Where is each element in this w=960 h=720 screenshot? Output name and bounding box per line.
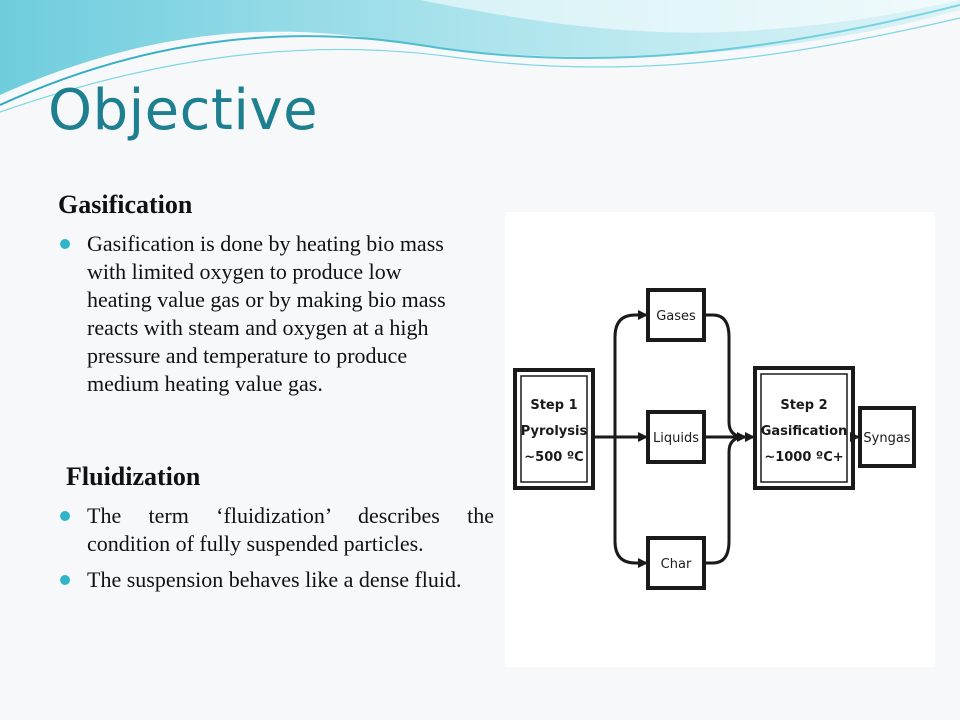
header-wave-decoration — [0, 0, 960, 113]
gasification-heading: Gasification — [58, 190, 193, 219]
bullet-dot-icon — [60, 511, 70, 521]
product-box-gases: Gases — [646, 288, 706, 342]
product-box-char: Char — [646, 536, 706, 590]
bullet-text: The term ‘fluidization’ describes the co… — [87, 503, 494, 556]
product-label: Liquids — [653, 431, 699, 446]
step1-label: Step 1 — [530, 398, 577, 413]
product-box-liquids: Liquids — [646, 410, 706, 464]
step2-label: Step 2 — [780, 398, 827, 413]
product-label: Char — [661, 557, 692, 572]
step1-temp: ~500 ºC — [524, 450, 583, 465]
bullet-dot-icon — [60, 575, 70, 585]
arrow-icon — [613, 437, 648, 568]
page-title: Objective — [48, 78, 319, 143]
step1-process: Pyrolysis — [521, 424, 588, 439]
step2-temp: ~1000 ºC+ — [764, 450, 843, 465]
list-item: Gasification is done by heating bio mass… — [58, 230, 458, 398]
step2-process: Gasification — [761, 424, 848, 439]
flow-arrows — [593, 310, 860, 568]
syngas-box: Syngas — [858, 406, 916, 468]
syngas-label: Syngas — [863, 431, 910, 446]
gasification-bullets: Gasification is done by heating bio mass… — [58, 230, 458, 398]
bullet-dot-icon — [60, 239, 70, 249]
bullet-text: The suspension behaves like a dense flui… — [87, 567, 462, 592]
step1-box: Step 1 Pyrolysis ~500 ºC — [513, 368, 595, 490]
step2-box: Step 2 Gasification ~1000 ºC+ — [753, 366, 855, 490]
fluidization-bullets: The term ‘fluidization’ describes the co… — [58, 502, 494, 594]
arrow-icon — [613, 310, 648, 437]
gasification-flow-diagram: Step 1 Pyrolysis ~500 ºC Gases Liquids C… — [513, 288, 916, 590]
product-label: Gases — [656, 309, 696, 324]
arrow-icon — [704, 313, 747, 442]
list-item: The term ‘fluidization’ describes the co… — [58, 502, 494, 558]
bullet-text: Gasification is done by heating bio mass… — [87, 231, 446, 396]
list-item: The suspension behaves like a dense flui… — [58, 566, 494, 594]
fluidization-heading: Fluidization — [66, 462, 201, 491]
arrow-icon — [704, 435, 746, 565]
